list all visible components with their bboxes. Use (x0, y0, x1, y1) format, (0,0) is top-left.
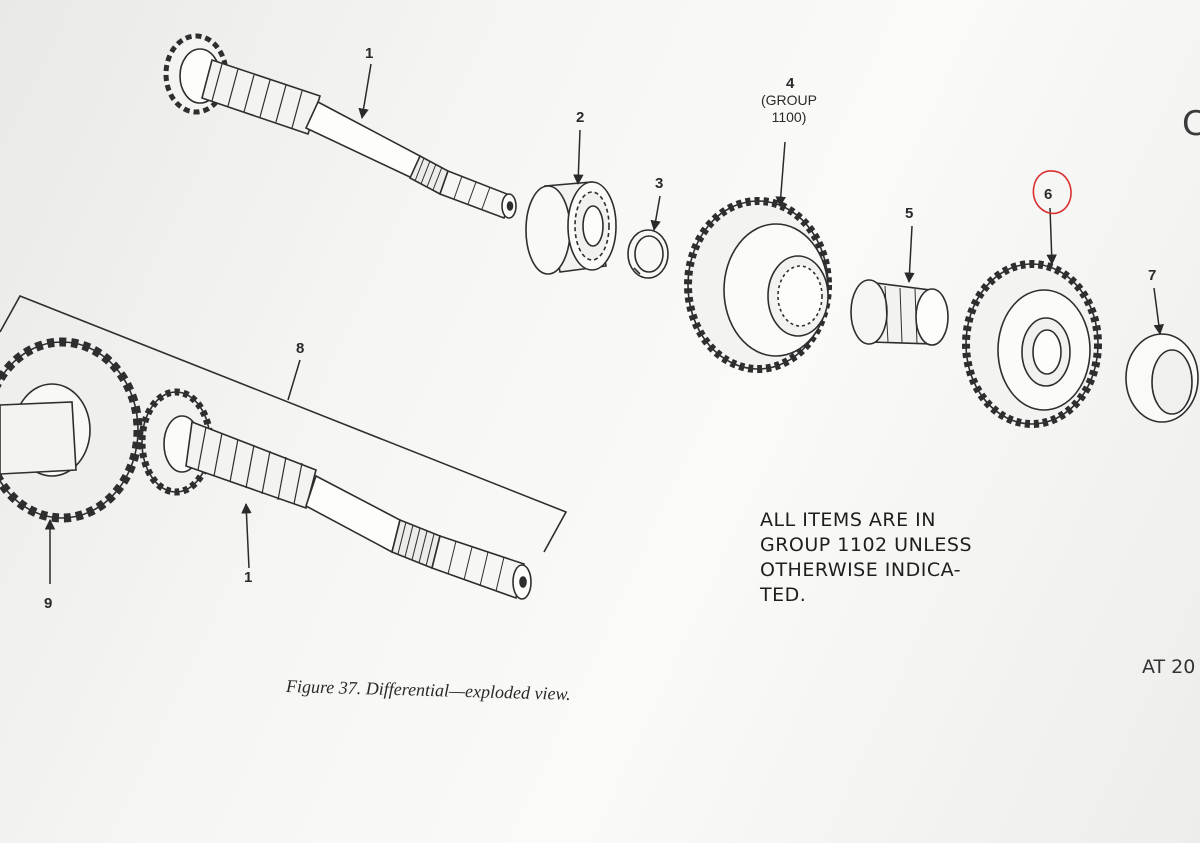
part-label-2: 2 (576, 109, 585, 126)
leader-line-3 (650, 195, 661, 232)
splined-sleeve-drawing (850, 279, 949, 346)
leader-lines (44, 63, 1164, 584)
leader-line-7 (1153, 287, 1164, 336)
idler-gear-drawing (962, 260, 1102, 428)
group-note-line-2: 1100) (771, 109, 807, 125)
part-label-9: 9 (44, 595, 53, 612)
assembly-bracket (0, 294, 568, 553)
part-4-group-note: (GROUP 1100) (748, 92, 830, 126)
lower-assembly-drawing (0, 337, 532, 600)
part-label-6: 6 (1044, 186, 1053, 203)
note-line-2: GROUP 1102 UNLESS (760, 534, 973, 556)
part-label-8: 8 (296, 340, 305, 357)
group-note-line-1: (GROUP (761, 92, 817, 108)
differential-gear-drawing (684, 197, 832, 373)
bearing-cup-drawing (1125, 333, 1199, 423)
leader-line-6 (1046, 207, 1057, 266)
note-line-1: ALL ITEMS ARE IN (760, 509, 936, 531)
note-line-3: OTHERWISE INDICA- (760, 559, 962, 581)
part-label-1-upper: 1 (365, 45, 374, 62)
snap-ring-drawing (627, 229, 669, 279)
leader-line-1b (241, 502, 252, 569)
part-label-1-lower: 1 (244, 569, 253, 586)
part-label-3: 3 (655, 175, 664, 192)
part-label-7: 7 (1148, 267, 1157, 284)
part-label-5: 5 (905, 205, 914, 222)
part-label-4: 4 (786, 75, 795, 92)
leader-line-1 (358, 63, 372, 120)
group-note-text: ALL ITEMS ARE IN GROUP 1102 UNLESS OTHER… (760, 508, 1000, 608)
leader-line-4 (775, 141, 786, 208)
leader-line-2 (573, 129, 584, 186)
note-line-4: TED. (760, 584, 807, 606)
highlight-circle (1032, 170, 1072, 215)
figure-code: AT 20 (1142, 656, 1196, 678)
bearing-drawing (525, 181, 617, 275)
leader-line-5 (904, 225, 915, 284)
edge-glyph: C (1182, 104, 1200, 144)
leader-line-8 (287, 359, 301, 401)
upper-shaft-drawing (163, 33, 517, 220)
